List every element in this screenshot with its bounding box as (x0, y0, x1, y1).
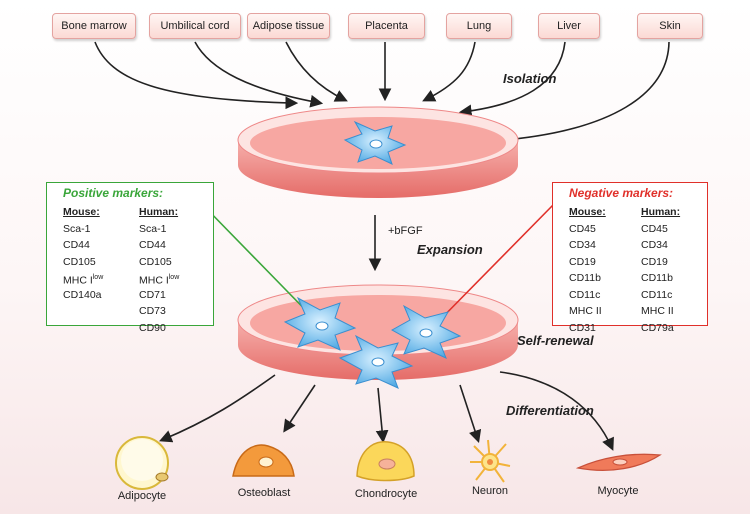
label-osteoblast: Osteoblast (237, 487, 291, 499)
osteoblast-cell-icon (232, 444, 295, 477)
marker-item: CD31 (569, 321, 596, 334)
marker-item: CD79a (641, 321, 674, 334)
positive-markers-title: Positive markers: (63, 186, 164, 200)
myocyte-cell-icon (575, 453, 662, 471)
marker-item: CD73 (139, 305, 166, 317)
marker-item: CD105 (139, 255, 172, 268)
marker-item: CD11b (569, 272, 601, 284)
marker-item: CD140a (63, 288, 102, 301)
marker-item: CD11b (641, 272, 673, 284)
label-chondrocyte: Chondrocyte (354, 488, 418, 500)
negative-pointer-line (429, 202, 556, 331)
positive-mouse-column: Mouse: Sca-1 CD44 CD105 MHC Ilow CD140a (63, 204, 135, 336)
source-adipose-tissue: Adipose tissue (247, 13, 330, 39)
label-neuron: Neuron (471, 485, 509, 497)
marker-item: MHC II (641, 305, 674, 317)
step-self-renewal: Self-renewal (517, 333, 594, 348)
label-myocyte: Myocyte (597, 485, 639, 497)
stem-cells-bottom (283, 296, 462, 389)
negative-mouse-header: Mouse: (569, 206, 606, 218)
marker-item: CD34 (569, 239, 596, 251)
marker-item: CD19 (641, 255, 668, 268)
marker-item: CD45 (641, 222, 668, 235)
marker-item: CD11c (641, 288, 673, 301)
negative-human-header: Human: (641, 206, 681, 218)
source-skin: Skin (637, 13, 703, 39)
marker-item: CD105 (63, 255, 96, 268)
marker-item: MHC II (569, 305, 602, 317)
marker-item: CD45 (569, 222, 596, 235)
positive-human-header: Human: (139, 206, 179, 218)
source-bone-marrow: Bone marrow (52, 13, 136, 39)
marker-item: Sca-1 (139, 222, 167, 235)
isolation-arrows (94, 41, 670, 146)
step-expansion: Expansion (417, 242, 483, 257)
adipocyte-cell-icon (115, 436, 169, 490)
negative-mouse-column: Mouse: CD45 CD34 CD19 CD11b CD11c MHC II… (569, 204, 637, 336)
marker-item: CD44 (63, 239, 90, 251)
growth-factor-label: +bFGF (388, 225, 423, 237)
marker-item: MHC Ilow (63, 274, 104, 287)
marker-item: CD90 (139, 321, 166, 334)
negative-human-column: Human: CD45 CD34 CD19 CD11b CD11c MHC II… (641, 204, 705, 336)
source-liver: Liver (538, 13, 600, 39)
label-adipocyte: Adipocyte (117, 490, 167, 502)
neuron-cell-icon (470, 439, 511, 483)
marker-item: CD19 (569, 255, 596, 268)
marker-item: Sca-1 (63, 222, 91, 235)
positive-mouse-header: Mouse: (63, 206, 100, 218)
chondrocyte-cell-icon (356, 441, 415, 482)
positive-human-column: Human: Sca-1 CD44 CD105 MHC Ilow CD71 CD… (139, 204, 211, 336)
marker-item: CD44 (139, 239, 166, 251)
step-isolation: Isolation (503, 71, 557, 86)
source-placenta: Placenta (348, 13, 425, 39)
negative-markers-panel: Negative markers: Mouse: CD45 CD34 CD19 … (552, 182, 708, 334)
source-umbilical-cord: Umbilical cord (149, 13, 241, 39)
negative-markers-title: Negative markers: (569, 186, 674, 200)
source-lung: Lung (446, 13, 512, 39)
positive-markers-panel: Positive markers: Mouse: Sca-1 CD44 CD10… (46, 182, 214, 334)
marker-item: CD11c (569, 288, 601, 301)
stem-cell-top (343, 120, 407, 165)
marker-item: CD34 (641, 239, 668, 251)
marker-item: MHC Ilow (139, 274, 180, 287)
differentiation-arrows (159, 371, 614, 451)
step-differentiation: Differentiation (506, 403, 594, 418)
marker-item: CD71 (139, 288, 166, 301)
